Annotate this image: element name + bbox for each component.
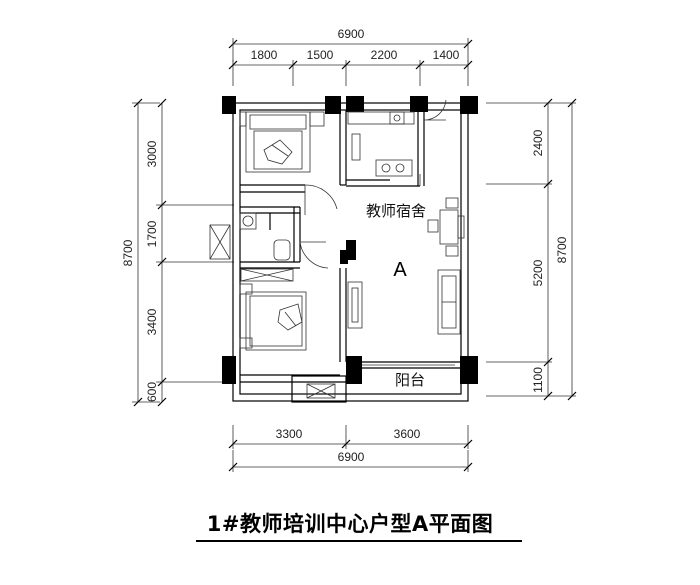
bathroom-fixtures bbox=[209, 212, 291, 261]
wardrobe-2 bbox=[240, 268, 294, 282]
dim-top-2: 1500 bbox=[307, 48, 334, 62]
title-underline bbox=[196, 540, 522, 542]
columns bbox=[222, 96, 478, 384]
tv-cabinet bbox=[347, 281, 363, 329]
bed-2 bbox=[239, 283, 307, 351]
label-balcony: 阳台 bbox=[395, 371, 425, 389]
dim-bottom-total: 6900 bbox=[338, 450, 365, 464]
bottom-dimensions: 3300 3600 6900 bbox=[228, 425, 473, 472]
dim-top-total: 6900 bbox=[338, 27, 365, 41]
label-unit: A bbox=[393, 259, 407, 281]
dim-top-3: 2200 bbox=[371, 48, 398, 62]
dim-right-1: 2400 bbox=[531, 129, 545, 156]
bed-1 bbox=[239, 111, 325, 173]
dim-right-3: 1100 bbox=[531, 367, 545, 393]
label-living: 教师宿舍 bbox=[366, 202, 426, 220]
dim-top-4: 1400 bbox=[433, 48, 460, 62]
dim-right-total: 8700 bbox=[555, 236, 569, 263]
dim-left-4: 600 bbox=[145, 382, 159, 402]
dim-left-1: 3000 bbox=[145, 140, 159, 167]
walls bbox=[232, 102, 469, 403]
dim-bottom-2: 3600 bbox=[394, 427, 421, 441]
dim-left-2: 1700 bbox=[145, 220, 159, 247]
dim-left-total: 8700 bbox=[121, 239, 135, 266]
dim-top-1: 1800 bbox=[251, 48, 278, 62]
dim-right-2: 5200 bbox=[531, 259, 545, 286]
sofa bbox=[437, 269, 461, 335]
dim-left-3: 3400 bbox=[145, 308, 159, 335]
doors bbox=[299, 99, 447, 269]
left-dimensions: 8700 3000 1700 3400 600 bbox=[121, 98, 234, 407]
dining-table bbox=[427, 197, 465, 257]
plan-title: 1#教师培训中心户型A平面图 bbox=[206, 512, 494, 536]
top-dimensions: 6900 1800 1500 2200 1400 bbox=[228, 27, 473, 86]
right-dimensions: 2400 5200 1100 8700 bbox=[486, 98, 577, 401]
dim-bottom-1: 3300 bbox=[276, 427, 303, 441]
kitchen bbox=[347, 111, 415, 177]
